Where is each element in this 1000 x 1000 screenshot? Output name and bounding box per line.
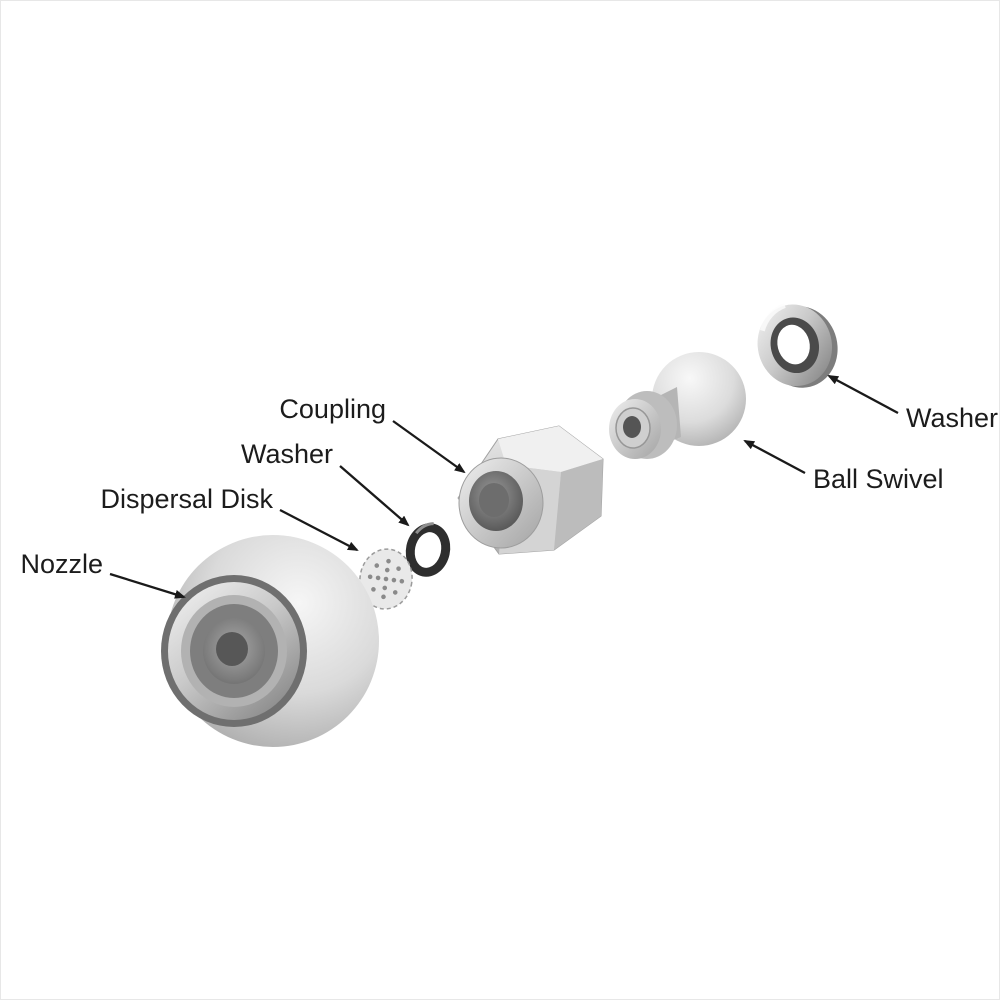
dispersal-disk-label: Dispersal Disk	[100, 484, 273, 514]
nozzle-part	[161, 535, 379, 747]
coupling-leader-line	[392, 420, 466, 474]
ball-swivel-label: Ball Swivel	[813, 464, 944, 494]
washer-large-leader-line	[827, 374, 899, 415]
ball-swivel-part	[609, 352, 746, 459]
nozzle-leader-line	[109, 572, 186, 599]
nozzle-label: Nozzle	[20, 549, 103, 579]
dispersal-disk-leader-line	[279, 508, 359, 552]
coupling-label: Coupling	[279, 394, 386, 424]
leader-lines	[109, 374, 899, 599]
ball-swivel-leader-line	[743, 439, 806, 475]
washer-large-label: Washer	[906, 403, 998, 433]
dispersal-disk-part	[359, 548, 413, 610]
washer-small-leader-line	[339, 465, 410, 527]
washer-large-part	[757, 303, 838, 388]
washer-small-part	[405, 522, 451, 577]
coupling-part	[457, 425, 604, 555]
washer-small-label: Washer	[241, 439, 333, 469]
